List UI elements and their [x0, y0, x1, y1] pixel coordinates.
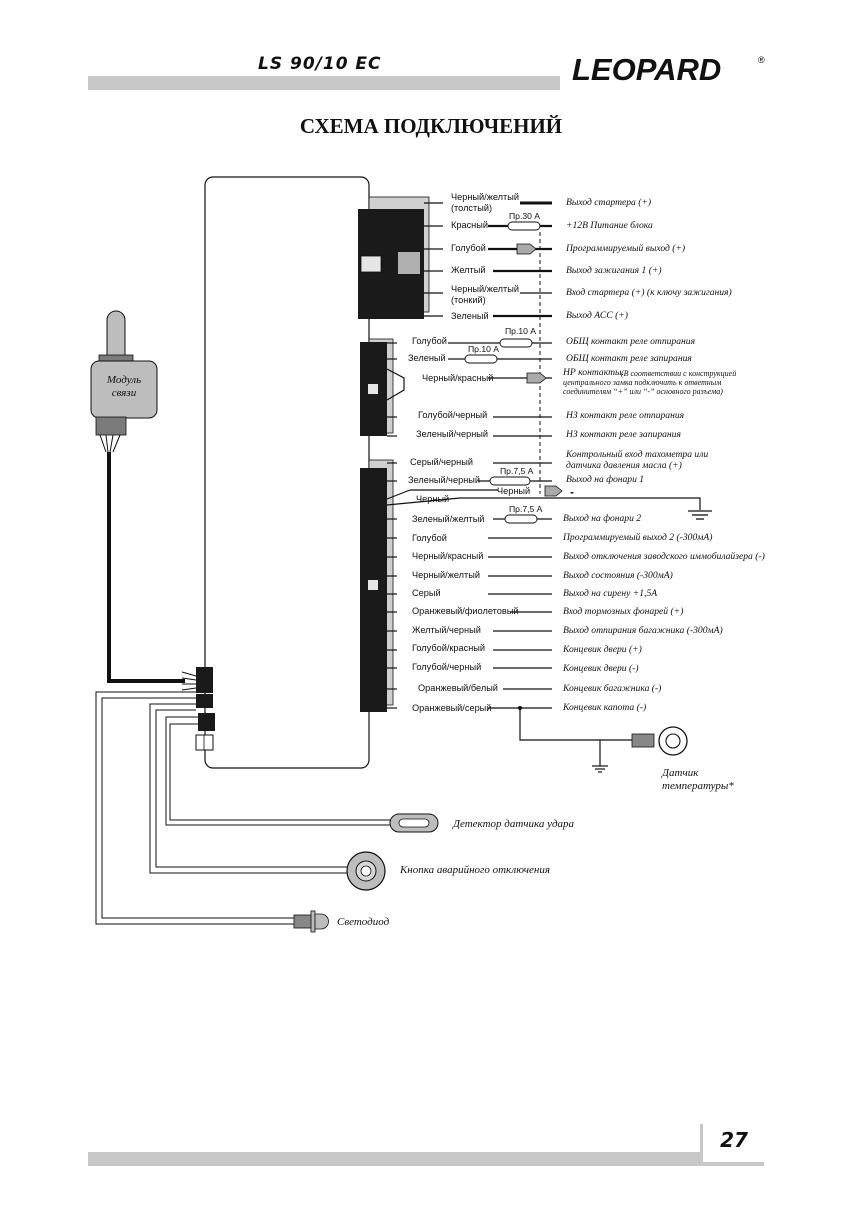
minus-sign: - [570, 485, 574, 499]
wire-label: Зеленый [451, 311, 489, 321]
function-label: Выход стартера (+) [566, 197, 652, 208]
function-label: НЗ контакт реле отпирания [566, 410, 685, 421]
function-label: Концевик двери (+) [563, 644, 642, 655]
fuse-30a [507, 221, 541, 231]
page-title: СХЕМА ПОДКЛЮЧЕНИЙ [299, 114, 563, 138]
fuse-label: Пр.7,5 А [500, 466, 534, 476]
wire-label: Серый/черный [410, 457, 473, 467]
wire-label: Зеленый/черный [408, 475, 481, 485]
model-name: LS 90/10 EC [258, 54, 382, 74]
wire-label: Голубой [412, 336, 447, 346]
function-label: Выход АСС (+) [566, 310, 628, 321]
emergency-button-label: Кнопка аварийного отключения [400, 864, 550, 876]
temperature-sensor-body [631, 733, 655, 748]
function-label: Выход зажигания 1 (+) [566, 265, 662, 276]
ground-symbol [592, 765, 608, 773]
function-label: НР контакты. [563, 367, 624, 378]
function-label: Выход на фонари 1 [566, 474, 645, 485]
function-label: ОБЩ контакт реле отпирания [566, 336, 696, 347]
wire-label: Желтый/черный [412, 625, 481, 635]
wire-label: Оранжевый/фиолетовый [412, 606, 519, 616]
fuse-label: Пр.30 А [509, 211, 541, 221]
brand-logo: LEOPARD [572, 52, 722, 87]
wire-label: Желтый [451, 265, 486, 275]
module-cable [107, 452, 185, 683]
function-label: датчика давления масла (+) [566, 460, 682, 471]
page-number: 27 [720, 1128, 748, 1152]
fuse-7-5a-1 [489, 476, 531, 486]
wire-label: Голубой/черный [412, 662, 482, 672]
wire-label: Серый [412, 588, 441, 598]
wire-terminal [516, 243, 537, 255]
wire-label: Зеленый/желтый [412, 514, 485, 524]
wire-label: Голубой [412, 533, 447, 543]
fuse-label: Пр.10 А [468, 344, 500, 354]
wire-label: Зеленый [408, 353, 446, 363]
shock-detector-label: Детектор датчика удара [453, 818, 575, 830]
wire-label: Зеленый/черный [416, 429, 489, 439]
function-label: Программируемый выход (+) [566, 243, 686, 254]
loop-wire-label: Черный [497, 486, 531, 496]
function-label: Концевик багажника (-) [563, 683, 662, 694]
wire-label: Оранжевый/белый [418, 683, 498, 693]
wire-label: Черный/желтый [412, 570, 480, 580]
ground-symbol [688, 510, 712, 520]
led [293, 914, 313, 929]
wire-label: Голубой/красный [412, 643, 486, 653]
wire-label: Оранжевый/серый [412, 703, 492, 713]
wire-label: Черный/желтый(тонкий) [451, 284, 519, 305]
wire-label: Голубой [451, 243, 486, 253]
function-label: Концевик капота (-) [563, 702, 647, 713]
wire-label: Черный/желтый(толстый) [451, 192, 519, 213]
wire-label: Черный [416, 494, 450, 504]
wire-terminal [544, 485, 563, 497]
wire-terminal [526, 372, 547, 384]
led-label: Светодиод [337, 916, 390, 928]
fuse-7-5a-2 [504, 514, 538, 524]
wire-label: Голубой/черный [418, 410, 488, 420]
function-label: Выход состояния (-300мА) [563, 570, 673, 581]
fuse-label: Пр.7,5 А [509, 504, 543, 514]
page-number-box [700, 1124, 771, 1162]
function-label: Контрольный вход тахометра или [566, 449, 709, 460]
function-label: НЗ контакт реле запирания [566, 429, 681, 440]
function-label: Выход на фонари 2 [563, 513, 642, 524]
module-connector [196, 667, 213, 693]
function-label: +12В Питание блока [566, 220, 653, 231]
wire-label: Черный/красный [422, 373, 494, 383]
main-unit [204, 176, 370, 769]
wire-label: Черный/красный [412, 551, 484, 561]
fuse-10a-1 [499, 338, 533, 348]
registered-mark: ® [758, 55, 765, 65]
function-label: Выход отпирания багажника (-300мА) [563, 625, 723, 636]
logo-box [560, 46, 768, 90]
function-label: Концевик двери (-) [563, 663, 639, 674]
function-label: Вход тормозных фонарей (+) [563, 606, 684, 617]
fuse-10a-2 [464, 354, 498, 364]
function-label: ОБЩ контакт реле запирания [566, 353, 692, 364]
footer-bar [88, 1152, 764, 1166]
function-label: Выход отключения заводского иммобилайзер… [563, 551, 765, 562]
function-label: Вход стартера (+) (к ключу зажигания) [566, 287, 732, 298]
function-note: (В соответствии с конструкцией центральн… [563, 369, 737, 396]
led-connector [195, 734, 214, 751]
shock-connector [198, 713, 215, 731]
fuse-label: Пр.10 А [505, 326, 537, 336]
wire-label: Красный [451, 220, 488, 230]
function-label: Выход на сирену +1,5А [563, 588, 658, 599]
function-label: Программируемый выход 2 (-300мА) [563, 532, 713, 543]
